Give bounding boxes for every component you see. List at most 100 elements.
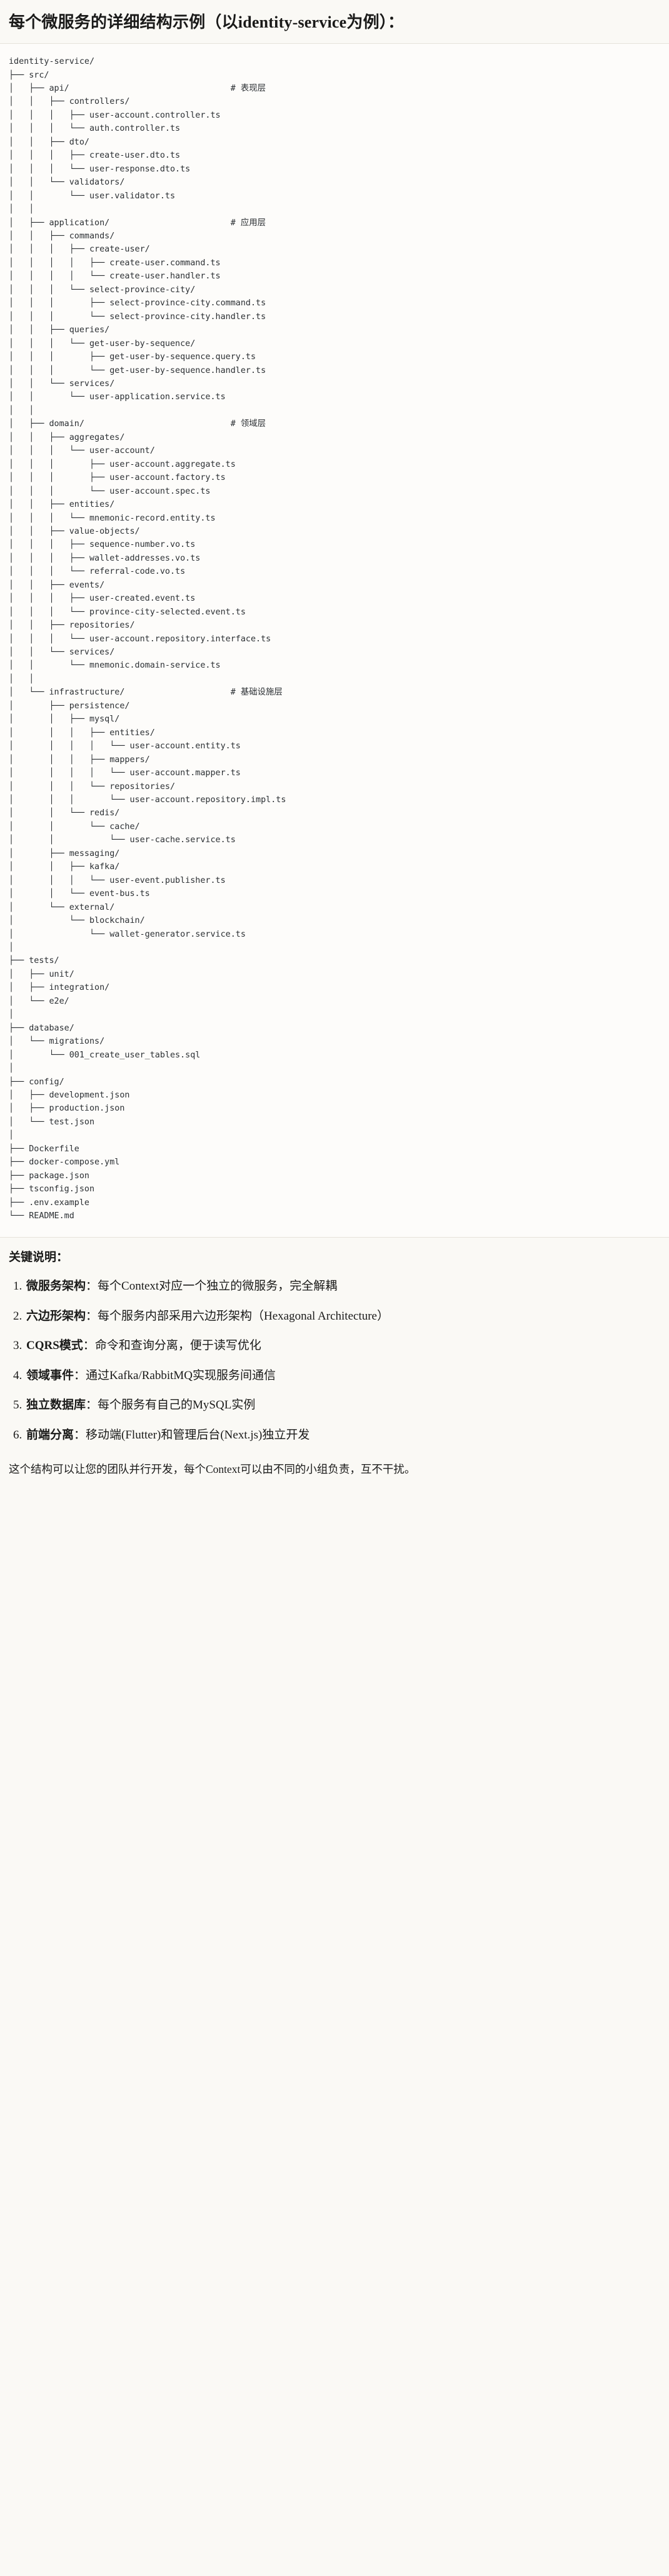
tree-line: │ │ │ │ └── user-account.mapper.ts	[9, 768, 241, 778]
directory-tree-block: identity-service/ ├── src/ │ ├── api/ # …	[0, 44, 669, 1237]
key-points-list: 微服务架构：每个Context对应一个独立的微服务，完全解耦六边形架构：每个服务…	[9, 1278, 660, 1443]
key-point-item: 前端分离：移动端(Flutter)和管理后台(Next.js)独立开发	[25, 1427, 660, 1444]
page-title: 每个微服务的详细结构示例（以identity-service为例）：	[9, 13, 405, 31]
tree-line: │ │ │ └── get-user-by-sequence.handler.t…	[9, 365, 266, 375]
key-point-separator: ：	[74, 1428, 86, 1442]
tree-line: │ ├── production.json	[9, 1104, 125, 1114]
tree-line: │ │ ├── kafka/	[9, 862, 120, 872]
tree-line: │ ├── integration/	[9, 983, 110, 993]
tree-line: │ │ └── event-bus.ts	[9, 889, 150, 899]
key-point-description: 移动端(Flutter)和管理后台(Next.js)独立开发	[86, 1428, 310, 1442]
tree-line: │ │	[9, 205, 34, 215]
key-point-description: 每个Context对应一个独立的微服务，完全解耦	[98, 1280, 338, 1293]
tree-line: │ │ ├── repositories/	[9, 621, 135, 631]
key-point-item: 领域事件：通过Kafka/RabbitMQ实现服务间通信	[25, 1367, 660, 1385]
tree-line: │	[9, 1064, 14, 1074]
key-points-title: 关键说明：	[9, 1250, 69, 1264]
key-point-term: 前端分离	[26, 1428, 74, 1442]
tree-line: │ │ │ ├── get-user-by-sequence.query.ts	[9, 352, 256, 362]
key-point-separator: ：	[83, 1339, 95, 1353]
tree-line: │ │ ├── entities/	[9, 500, 115, 510]
key-point-item: CQRS模式：命令和查询分离，便于读写优化	[25, 1337, 660, 1355]
tree-line: │ ├── persistence/	[9, 701, 130, 711]
directory-tree: identity-service/ ├── src/ │ ├── api/ # …	[9, 55, 660, 1223]
tree-line: │ │ ├── aggregates/	[9, 432, 125, 442]
divider-top	[0, 43, 669, 44]
key-point-description: 每个服务有自己的MySQL实例	[98, 1398, 256, 1412]
tree-line: │ │ ├── queries/	[9, 325, 110, 335]
tree-line-comment: # 表现层	[230, 84, 266, 93]
tree-line: │ └── test.json	[9, 1117, 95, 1127]
tree-line: identity-service/	[9, 57, 95, 67]
key-point-term: 六边形架构	[26, 1309, 86, 1323]
tree-line: │ │ │ └── user-event.publisher.ts	[9, 875, 226, 885]
key-points-section: 关键说明： 微服务架构 ： 每个Context对应一个独立的微服务，完全解耦六边形架…	[0, 1238, 669, 1449]
tree-line: │ │ │ ├── mappers/	[9, 755, 150, 765]
tree-line: │ │ └── redis/	[9, 808, 120, 818]
tree-line: │ │ │ └── user-account.repository.impl.t…	[9, 795, 286, 805]
tree-line: │ │ │ ├── user-account.controller.ts	[9, 110, 221, 120]
tree-line: │ │ └── mnemonic.domain-service.ts	[9, 661, 221, 671]
tree-line: │ │ ├── dto/	[9, 137, 89, 147]
tree-line: │ │ │ └── user-response.dto.ts	[9, 164, 191, 174]
closing-paragraph: 这个结构可以让您的团队并行开发，每个Context可以由不同的小组负责，互不干扰…	[9, 1463, 416, 1476]
key-point-term: 独立数据库	[26, 1398, 86, 1412]
tree-line: │ │ │ ├── select-province-city.command.t…	[9, 298, 266, 308]
tree-line: │ └── migrations/	[9, 1037, 105, 1047]
divider-bottom	[0, 1236, 669, 1238]
tree-line: │	[9, 1131, 14, 1141]
key-point-item: 独立数据库：每个服务有自己的MySQL实例	[25, 1397, 660, 1414]
tree-line: │ │ │ └── get-user-by-sequence/	[9, 339, 196, 349]
tree-line: ├── Dockerfile	[9, 1144, 79, 1154]
tree-line: │ │ │ │ └── create-user.handler.ts	[9, 272, 221, 282]
tree-line: │ │ ├── events/	[9, 580, 105, 590]
tree-line: │ │ └── services/	[9, 648, 115, 658]
tree-line: │ │	[9, 674, 34, 684]
tree-line: ├── database/	[9, 1023, 74, 1033]
tree-line: │ │ │ └── select-province-city/	[9, 285, 196, 295]
tree-line: │ └── external/	[9, 902, 115, 912]
tree-line: │ │ │ └── user-account/	[9, 446, 155, 456]
tree-line: │ │ │ ├── create-user/	[9, 245, 150, 255]
key-point-description: 通过Kafka/RabbitMQ实现服务间通信	[86, 1368, 276, 1382]
tree-line: │ │ │ └── user-account.repository.interf…	[9, 634, 271, 644]
tree-line: │ ├── application/ # 应用层	[9, 218, 266, 228]
tree-line: │ │ │ └── auth.controller.ts	[9, 124, 181, 134]
key-point-term: 微服务架构	[26, 1280, 86, 1293]
tree-line: │ ├── domain/ # 领域层	[9, 419, 266, 429]
key-point-item: 六边形架构：每个服务内部采用六边形架构（Hexagonal Architectu…	[25, 1308, 660, 1325]
tree-line: │ │ └── validators/	[9, 178, 125, 188]
tree-line: │ │ │ ├── entities/	[9, 728, 155, 738]
key-point-separator: ：	[86, 1309, 98, 1323]
tree-line: │ ├── messaging/	[9, 848, 120, 858]
tree-line: │	[9, 943, 14, 952]
tree-line: ├── tests/	[9, 956, 59, 966]
tree-line: ├── package.json	[9, 1171, 89, 1181]
tree-line: │ └── e2e/	[9, 996, 69, 1006]
tree-line: │ │ │ ├── create-user.dto.ts	[9, 151, 181, 161]
tree-line: │ │ │ └── select-province-city.handler.t…	[9, 312, 266, 322]
key-point-term: CQRS模式	[26, 1339, 83, 1353]
tree-line: ├── docker-compose.yml	[9, 1158, 120, 1168]
tree-line-comment: # 基础设施层	[230, 688, 283, 698]
tree-line-comment: # 领域层	[230, 419, 266, 429]
tree-line: ├── .env.example	[9, 1198, 89, 1208]
tree-line: │ │ ├── controllers/	[9, 97, 130, 107]
tree-line: │ │ │ ├── sequence-number.vo.ts	[9, 540, 196, 550]
tree-line: │ │ │ ├── wallet-addresses.vo.ts	[9, 553, 201, 563]
tree-line: │ │ │ ├── user-account.aggregate.ts	[9, 459, 236, 469]
tree-line: │ │ │ └── mnemonic-record.entity.ts	[9, 513, 216, 523]
key-point-separator: ：	[74, 1368, 86, 1382]
tree-line: │ │ │ └── province-city-selected.event.t…	[9, 607, 246, 617]
tree-line: │ │ └── user-application.service.ts	[9, 392, 226, 402]
tree-line: │ │ └── user-cache.service.ts	[9, 835, 236, 845]
tree-line: │ │ │ └── referral-code.vo.ts	[9, 567, 186, 577]
tree-line: │ │ ├── value-objects/	[9, 526, 140, 536]
key-point-description: 每个服务内部采用六边形架构（Hexagonal Architecture）	[98, 1309, 389, 1323]
tree-line: │ │ ├── commands/	[9, 231, 115, 241]
tree-line: │ │ └── services/	[9, 379, 115, 389]
tree-line: │ │	[9, 405, 34, 415]
tree-line: │ │ │ ├── user-account.factory.ts	[9, 473, 226, 483]
tree-line: │ │ │ └── user-account.spec.ts	[9, 486, 211, 496]
tree-line: └── README.md	[9, 1211, 74, 1221]
